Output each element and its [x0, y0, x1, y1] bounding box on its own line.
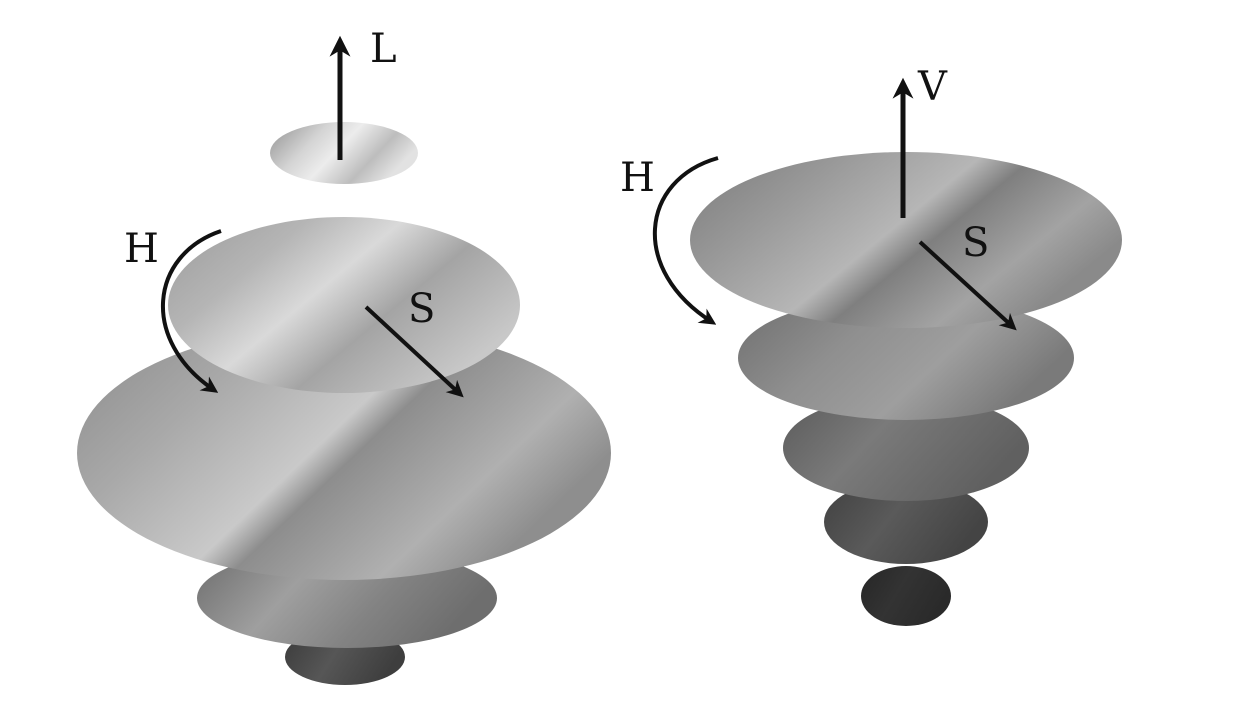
hsv-disk-top	[690, 152, 1122, 328]
value-label: V	[917, 64, 948, 110]
saturation-label-left: S	[408, 286, 435, 332]
hsv-disk-upper	[738, 296, 1074, 420]
saturation-label-right: S	[962, 220, 989, 266]
hue-arrow-left	[161, 229, 222, 393]
hsv-disk-lower	[824, 480, 988, 564]
saturation-arrow-left	[364, 305, 464, 398]
hue-label-left: H	[124, 226, 159, 272]
hls-disk-top	[270, 122, 418, 184]
hsv-disk-middle	[783, 395, 1029, 501]
hls-model: L H S	[77, 26, 611, 685]
hls-disk-upper	[168, 217, 520, 393]
hue-label-right: H	[620, 155, 655, 201]
hue-arrow-right	[652, 156, 719, 325]
saturation-arrow-right	[918, 240, 1017, 331]
hsv-disk-bottom	[861, 566, 951, 626]
lightness-label: L	[370, 26, 397, 72]
hsv-model: V H S	[620, 64, 1122, 626]
